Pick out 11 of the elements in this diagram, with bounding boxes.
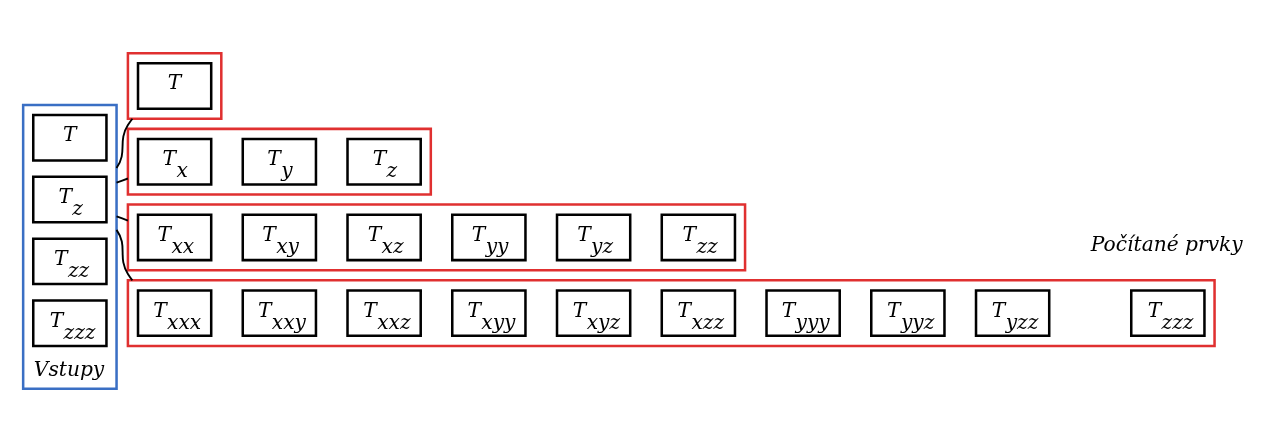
connector — [115, 228, 134, 281]
cluster — [126, 51, 223, 120]
connector — [115, 214, 129, 222]
node-box: T — [136, 61, 213, 110]
connector — [115, 117, 134, 169]
cluster — [126, 202, 747, 271]
connector — [115, 177, 129, 184]
cluster — [126, 278, 1216, 347]
node-box: T — [32, 113, 108, 162]
label: Počítané prvky — [1090, 231, 1243, 256]
cluster — [126, 127, 433, 196]
